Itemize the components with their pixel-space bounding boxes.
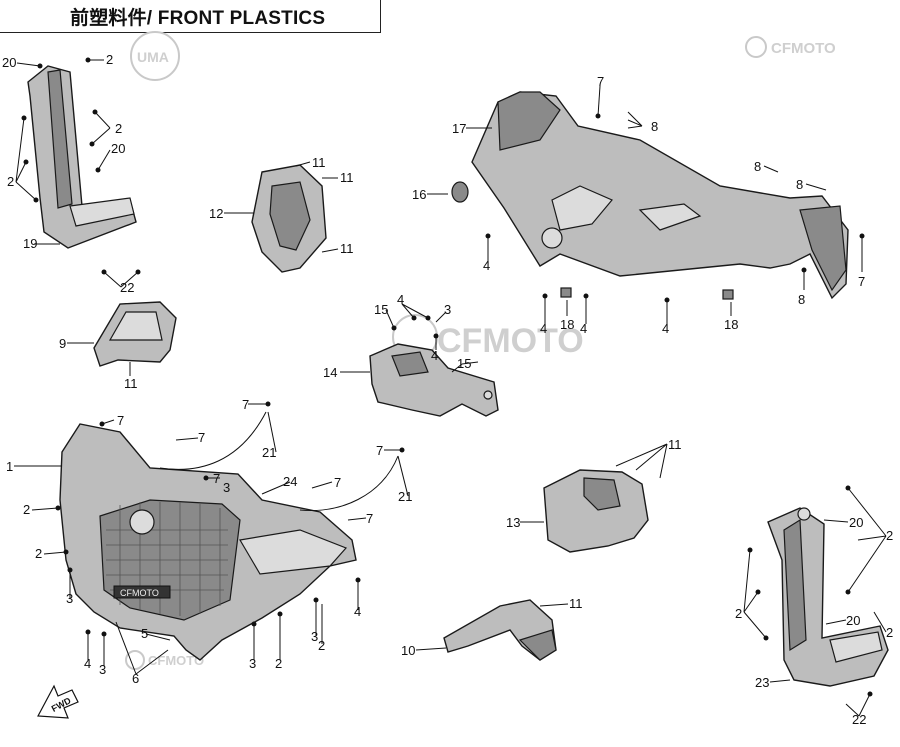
- callout-14: 14: [323, 365, 337, 380]
- callout-4: 4: [483, 258, 490, 273]
- part-18-grommets: [560, 287, 734, 300]
- callout-22: 22: [852, 712, 866, 727]
- part-1-front-bumper: CFMOTO: [59, 423, 357, 661]
- callout-9: 9: [59, 336, 66, 351]
- fwd-arrow-icon: FWD: [37, 684, 79, 719]
- callout-3: 3: [99, 662, 106, 677]
- callout-7: 7: [334, 475, 341, 490]
- callout-4: 4: [354, 604, 361, 619]
- callout-2: 2: [318, 638, 325, 653]
- callout-2: 2: [23, 502, 30, 517]
- callout-7: 7: [858, 274, 865, 289]
- cfmoto-logo-bottom: CFMOTO: [125, 650, 204, 670]
- part-19-left-side-panel: [27, 65, 137, 249]
- callout-7: 7: [117, 413, 124, 428]
- callout-4: 4: [540, 321, 547, 336]
- part-9-cover: [93, 301, 177, 367]
- callout-3: 3: [249, 656, 256, 671]
- callout-19: 19: [23, 236, 37, 251]
- callout-8: 8: [651, 119, 658, 134]
- callout-2: 2: [886, 625, 893, 640]
- leader-lines: [14, 59, 887, 717]
- callout-11: 11: [668, 437, 682, 452]
- uma-logo-text: UMA: [137, 49, 169, 65]
- callout-20: 20: [849, 515, 863, 530]
- callout-7: 7: [213, 471, 220, 486]
- callout-7: 7: [242, 397, 249, 412]
- part-10-duct: [443, 599, 557, 661]
- part-23-right-side-panel: [767, 507, 889, 687]
- cfmoto-logo-bottom-text: CFMOTO: [148, 653, 204, 668]
- callout-20: 20: [2, 55, 16, 70]
- callout-23: 23: [755, 675, 769, 690]
- callout-18: 18: [724, 317, 738, 332]
- callout-11: 11: [340, 170, 354, 185]
- callout-2: 2: [886, 528, 893, 543]
- part-16-cap: [451, 181, 469, 203]
- callout-24: 24: [283, 474, 297, 489]
- callout-22: 22: [120, 280, 134, 295]
- callout-17: 17: [452, 121, 466, 136]
- cfmoto-logo-center-text: CFMOTO: [437, 322, 584, 360]
- callout-20: 20: [846, 613, 860, 628]
- callout-2: 2: [115, 121, 122, 136]
- callout-15: 15: [457, 356, 471, 371]
- callout-8: 8: [754, 159, 761, 174]
- callout-7: 7: [597, 74, 604, 89]
- part-12-inner-bracket: [251, 164, 327, 273]
- callout-11: 11: [569, 596, 583, 611]
- callout-2: 2: [735, 606, 742, 621]
- uma-logo: UMA: [130, 31, 180, 81]
- callout-2: 2: [275, 656, 282, 671]
- cfmoto-logo-top: CFMOTO: [745, 36, 836, 58]
- fastener-dots: [21, 57, 873, 697]
- title-box: 前塑料件/ FRONT PLASTICS: [0, 0, 381, 33]
- callout-7: 7: [198, 430, 205, 445]
- callout-21: 21: [262, 445, 276, 460]
- callout-3: 3: [311, 629, 318, 644]
- callout-5: 5: [141, 626, 148, 641]
- callout-11: 11: [312, 155, 326, 170]
- callout-2: 2: [35, 546, 42, 561]
- callout-8: 8: [798, 292, 805, 307]
- callout-21: 21: [398, 489, 412, 504]
- diagram-title: 前塑料件/ FRONT PLASTICS: [70, 8, 326, 29]
- callout-4: 4: [662, 321, 669, 336]
- part-17-front-hood: [471, 91, 849, 300]
- callout-11: 11: [124, 376, 138, 391]
- callout-10: 10: [401, 643, 415, 658]
- cfmoto-logo-top-text: CFMOTO: [771, 40, 836, 57]
- callout-11: 11: [340, 241, 354, 256]
- callout-18: 18: [560, 317, 574, 332]
- callout-20: 20: [111, 141, 125, 156]
- callout-4: 4: [397, 292, 404, 307]
- callout-1: 1: [6, 459, 13, 474]
- callout-12: 12: [209, 206, 223, 221]
- callout-13: 13: [506, 515, 520, 530]
- part-13-lower-bracket: [543, 469, 649, 553]
- grille-badge-text: CFMOTO: [120, 588, 159, 598]
- callout-3: 3: [444, 302, 451, 317]
- callout-4: 4: [84, 656, 91, 671]
- callout-8: 8: [796, 177, 803, 192]
- callout-2: 2: [7, 174, 14, 189]
- callout-16: 16: [412, 187, 426, 202]
- callout-4: 4: [580, 321, 587, 336]
- callout-15: 15: [374, 302, 388, 317]
- part-14-mount-bracket: [369, 343, 499, 417]
- callout-2: 2: [106, 52, 113, 67]
- callout-4: 4: [431, 348, 438, 363]
- callout-7: 7: [366, 511, 373, 526]
- callout-3: 3: [66, 591, 73, 606]
- callout-7: 7: [376, 443, 383, 458]
- callout-6: 6: [132, 671, 139, 686]
- callout-3: 3: [223, 480, 230, 495]
- callout-numbers: 20 2 2 2 20 19 22 11 11 12 11 9 11 17 7 …: [2, 52, 893, 727]
- cfmoto-logo-center: CFMOTO: [392, 314, 584, 360]
- part-21-trim-strips: [159, 411, 399, 512]
